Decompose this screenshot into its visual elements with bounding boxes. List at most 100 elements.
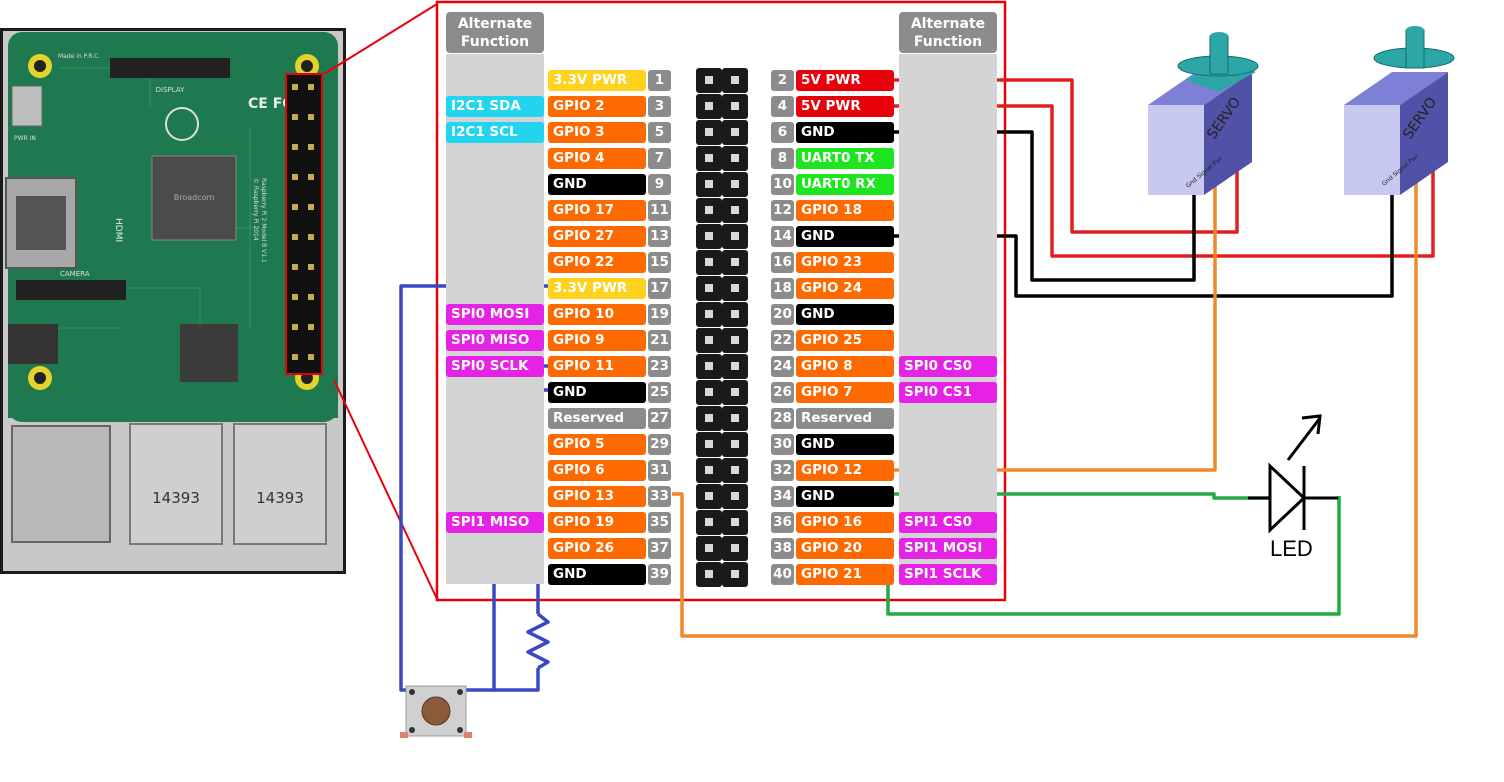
pin-label: GND	[548, 174, 646, 195]
alt-function-label: SPI0 MISO	[446, 330, 544, 351]
pin-number: 11	[648, 200, 671, 221]
pin-number: 7	[648, 148, 671, 169]
pin-label: GPIO 17	[548, 200, 646, 221]
pin-label: UART0 TX	[796, 148, 894, 169]
gpio-header-connector	[696, 68, 748, 587]
lan-chip	[180, 324, 238, 382]
wire-resistor-button	[494, 668, 540, 692]
wire-gpio21-led	[886, 496, 1341, 616]
header-pin	[731, 206, 739, 214]
display-connector	[110, 58, 230, 78]
wire-5v-servo-1	[893, 78, 1239, 234]
raspberry-logo-icon	[165, 107, 199, 141]
pin-label: GND	[796, 226, 894, 247]
made-in-label: Made in P.R.C.	[58, 53, 100, 60]
header-pin	[705, 544, 713, 552]
header-pin	[731, 310, 739, 318]
pin-number: 32	[771, 460, 794, 481]
push-button	[400, 685, 472, 738]
pin-number: 6	[771, 122, 794, 143]
header-pin	[731, 232, 739, 240]
header-pin	[731, 466, 739, 474]
header-pin	[731, 362, 739, 370]
header-pin	[705, 336, 713, 344]
pin-label: GND	[796, 486, 894, 507]
header-pin	[705, 492, 713, 500]
usb-port-1-marking: 14393	[152, 489, 200, 507]
header-pin	[705, 362, 713, 370]
audio-jack	[8, 324, 58, 364]
pin-label: GPIO 24	[796, 278, 894, 299]
soc-chip	[151, 155, 237, 241]
pin-number: 36	[771, 512, 794, 533]
header-pin	[705, 440, 713, 448]
header-pin	[705, 154, 713, 162]
pin-number: 37	[648, 538, 671, 559]
servo-1	[1148, 32, 1259, 195]
header-pin	[731, 388, 739, 396]
camera-connector	[16, 280, 126, 300]
header-pin	[731, 492, 739, 500]
pin-label: GPIO 8	[796, 356, 894, 377]
pin-number: 33	[648, 486, 671, 507]
pin-label: GND	[548, 382, 646, 403]
led-symbol	[1248, 414, 1338, 534]
header-pin	[731, 284, 739, 292]
header-pin	[705, 180, 713, 188]
raspberry-pi-board-photo: DISPLAY Made in P.R.C. PWR IN HDMI CAMER…	[0, 28, 346, 574]
pin-label: UART0 RX	[796, 174, 894, 195]
pin-label: GPIO 7	[796, 382, 894, 403]
header-pin	[705, 76, 713, 84]
pin-label: GPIO 16	[796, 512, 894, 533]
pin-label: GPIO 20	[796, 538, 894, 559]
alt-function-label: I2C1 SCL	[446, 122, 544, 143]
pin-number: 31	[648, 460, 671, 481]
pin-number: 14	[771, 226, 794, 247]
pin-label: GPIO 2	[548, 96, 646, 117]
header-pin	[705, 414, 713, 422]
header-pin	[705, 284, 713, 292]
usb-port-2-marking: 14393	[256, 489, 304, 507]
header-pin	[705, 102, 713, 110]
pin-number: 4	[771, 96, 794, 117]
alt-function-label: SPI0 CS1	[899, 382, 997, 403]
pin-number: 29	[648, 434, 671, 455]
pin-number: 1	[648, 70, 671, 91]
pin-number: 28	[771, 408, 794, 429]
ce-fc-label: CE FC	[248, 96, 293, 112]
pin-number: 18	[771, 278, 794, 299]
pin-number: 25	[648, 382, 671, 403]
pin-number: 10	[771, 174, 794, 195]
header-pin	[705, 388, 713, 396]
header-pin	[705, 310, 713, 318]
pin-label: GPIO 11	[548, 356, 646, 377]
header-pin	[705, 258, 713, 266]
header-pin	[731, 440, 739, 448]
pin-number: 23	[648, 356, 671, 377]
pin-label: GND	[548, 564, 646, 585]
right-alt-header-text: Alternate Function	[910, 16, 986, 50]
zoom-line-top	[323, 3, 438, 75]
pin-label: GPIO 10	[548, 304, 646, 325]
pin-number: 15	[648, 252, 671, 273]
pin-number: 9	[648, 174, 671, 195]
pin-number: 40	[771, 564, 794, 585]
right-alt-header: Alternate Function	[899, 12, 997, 53]
pin-label: GPIO 13	[548, 486, 646, 507]
resistor-symbol	[526, 612, 550, 670]
servo-2	[1344, 26, 1455, 195]
chip-brand-label: Broadcom	[174, 193, 215, 202]
header-pin	[705, 232, 713, 240]
header-pin	[731, 76, 739, 84]
pin-label: GPIO 21	[796, 564, 894, 585]
camera-label: CAMERA	[60, 270, 90, 278]
header-pin	[731, 258, 739, 266]
zoom-line-bottom	[333, 379, 438, 600]
header-pin	[731, 570, 739, 578]
pin-label: GND	[796, 434, 894, 455]
pin-label: GPIO 3	[548, 122, 646, 143]
pin-label: GND	[796, 122, 894, 143]
left-alt-header: Alternate Function	[446, 12, 544, 53]
pin-label: GPIO 5	[548, 434, 646, 455]
